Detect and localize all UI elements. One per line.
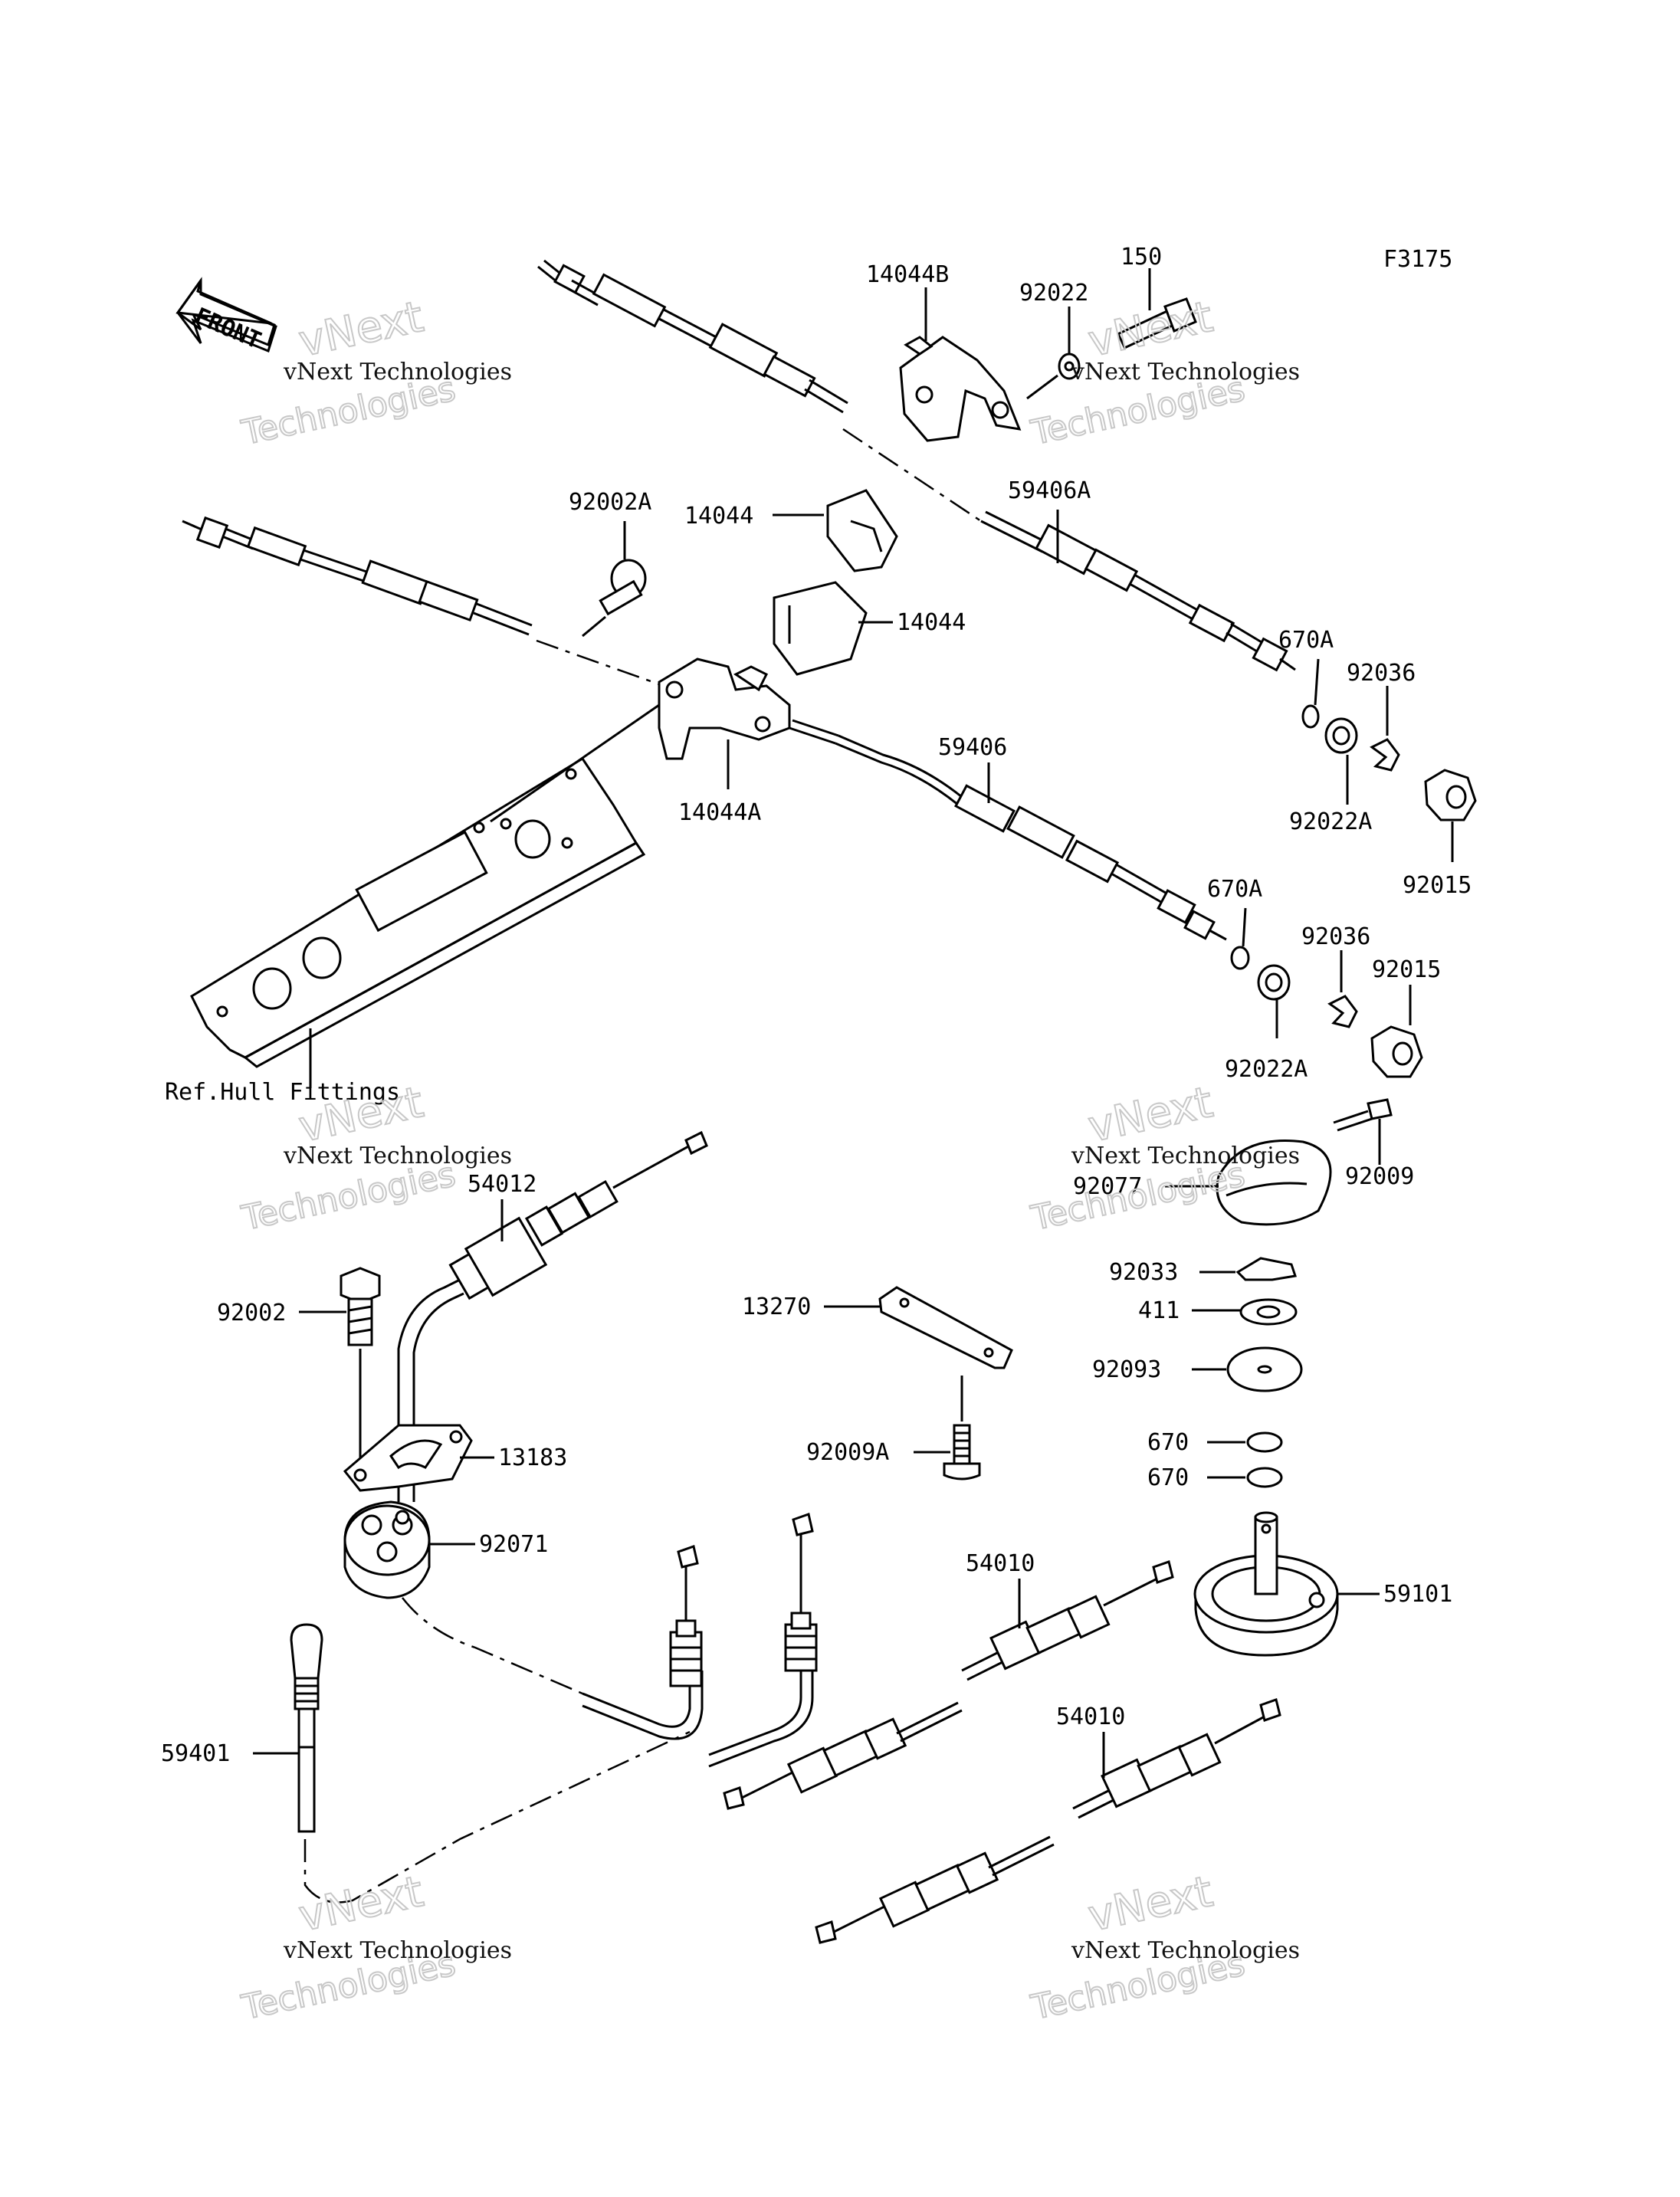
label-14044-b: 14044 [897,609,966,636]
label-670-2: 670 [1147,1464,1189,1491]
nut-92015-2 [1370,1025,1423,1078]
label-14044A: 14044A [678,799,761,826]
clip-14044-upper [826,489,898,572]
clip-14044-lower [773,581,868,676]
svg-text:vNext Technologies: vNext Technologies [1071,1143,1300,1169]
oring-670-1 [1246,1431,1283,1453]
screw-92009A [943,1424,981,1481]
svg-text:vNext Technologies: vNext Technologies [283,1143,512,1169]
svg-text:vNext: vNext [1084,1077,1217,1153]
label-59401: 59401 [161,1740,230,1767]
label-670-1: 670 [1147,1429,1189,1456]
plate-13270 [878,1286,1013,1369]
oring-670-2 [1246,1467,1283,1488]
svg-text:vNext Technologies: vNext Technologies [283,359,512,385]
label-92015-2: 92015 [1372,956,1441,983]
label-92022A-1: 92022A [1289,808,1372,835]
label-13270: 13270 [742,1294,811,1320]
label-92022: 92022 [1019,280,1088,307]
bolt-150 [1117,297,1197,349]
turntable-59101 [1193,1511,1339,1657]
oring-670A-2 [1230,946,1250,970]
clip-92036-2 [1327,995,1358,1028]
label-92077: 92077 [1073,1173,1142,1200]
svg-text:vNext: vNext [1084,292,1217,367]
label-92071: 92071 [479,1531,548,1558]
watermark-bottom-left: vNext Technologies vNext Technologies [238,1866,512,2028]
label-54012: 54012 [468,1171,536,1198]
front-arrow-icon: FRONT [176,277,277,355]
cable-left-upper [182,516,675,691]
bolt-92002A [599,559,647,616]
label-92002A: 92002A [569,489,651,516]
label-92009: 92009 [1345,1163,1414,1190]
watermark-bottom-right: vNext Technologies vNext Technologies [1027,1866,1300,2028]
label-92033: 92033 [1109,1259,1178,1286]
cable-54010-lower-left [815,1835,1055,1944]
label-92036-2: 92036 [1301,923,1370,950]
cover-92077 [1216,1139,1332,1226]
label-670A-1: 670A [1278,627,1334,654]
cable-throttle-bent [582,1513,818,1768]
knob-59401 [290,1623,323,1833]
hull-fitting-panel [190,703,660,1068]
plate-13183 [343,1424,473,1492]
screw-92009 [1333,1098,1393,1132]
label-92022A-2: 92022A [1225,1056,1308,1083]
cable-54010-left [723,1701,963,1810]
label-54010-1: 54010 [966,1550,1035,1577]
cable-59406 [789,719,1227,941]
label-14044B: 14044B [866,261,949,288]
cable-59406A [537,259,1296,672]
cable-54010-1 [961,1560,1174,1681]
watermark-top-left: vNext Technologies vNext Technologies [238,291,512,454]
svg-text:vNext: vNext [294,292,428,367]
clip-92036-1 [1370,738,1400,772]
label-59406A: 59406A [1008,477,1091,504]
label-54010-2: 54010 [1056,1703,1125,1730]
svg-text:vNext Technologies: vNext Technologies [283,1937,512,1964]
bolt-92002 [340,1267,381,1346]
bracket-14044B [899,336,1022,442]
svg-text:vNext Technologies: vNext Technologies [1071,359,1300,385]
svg-text:vNext: vNext [1084,1867,1217,1942]
clip-92033 [1235,1257,1297,1281]
label-13183: 13183 [498,1444,567,1471]
label-92093: 92093 [1092,1356,1161,1383]
ref-hull-fittings: Ref.Hull Fittings [165,1079,400,1106]
svg-text:vNext: vNext [294,1867,428,1942]
label-14044-a: 14044 [684,503,753,530]
nut-92015-1 [1424,769,1477,821]
figure-code: F3175 [1383,246,1452,273]
label-92015-1: 92015 [1403,872,1472,899]
label-59406: 59406 [938,734,1007,761]
grommet-92071 [343,1500,431,1599]
label-92036-1: 92036 [1347,660,1416,687]
label-59101: 59101 [1383,1581,1452,1608]
label-92002: 92002 [217,1300,286,1326]
label-411: 411 [1138,1297,1180,1324]
label-150: 150 [1121,244,1162,271]
label-92009A: 92009A [806,1439,889,1466]
label-670A-2: 670A [1207,876,1262,903]
oring-670A-1 [1301,704,1320,729]
bracket-14044A [658,657,791,760]
cable-54012 [397,1130,708,1502]
svg-text:vNext Technologies: vNext Technologies [1071,1937,1300,1964]
cable-54010-2 [1072,1698,1281,1819]
